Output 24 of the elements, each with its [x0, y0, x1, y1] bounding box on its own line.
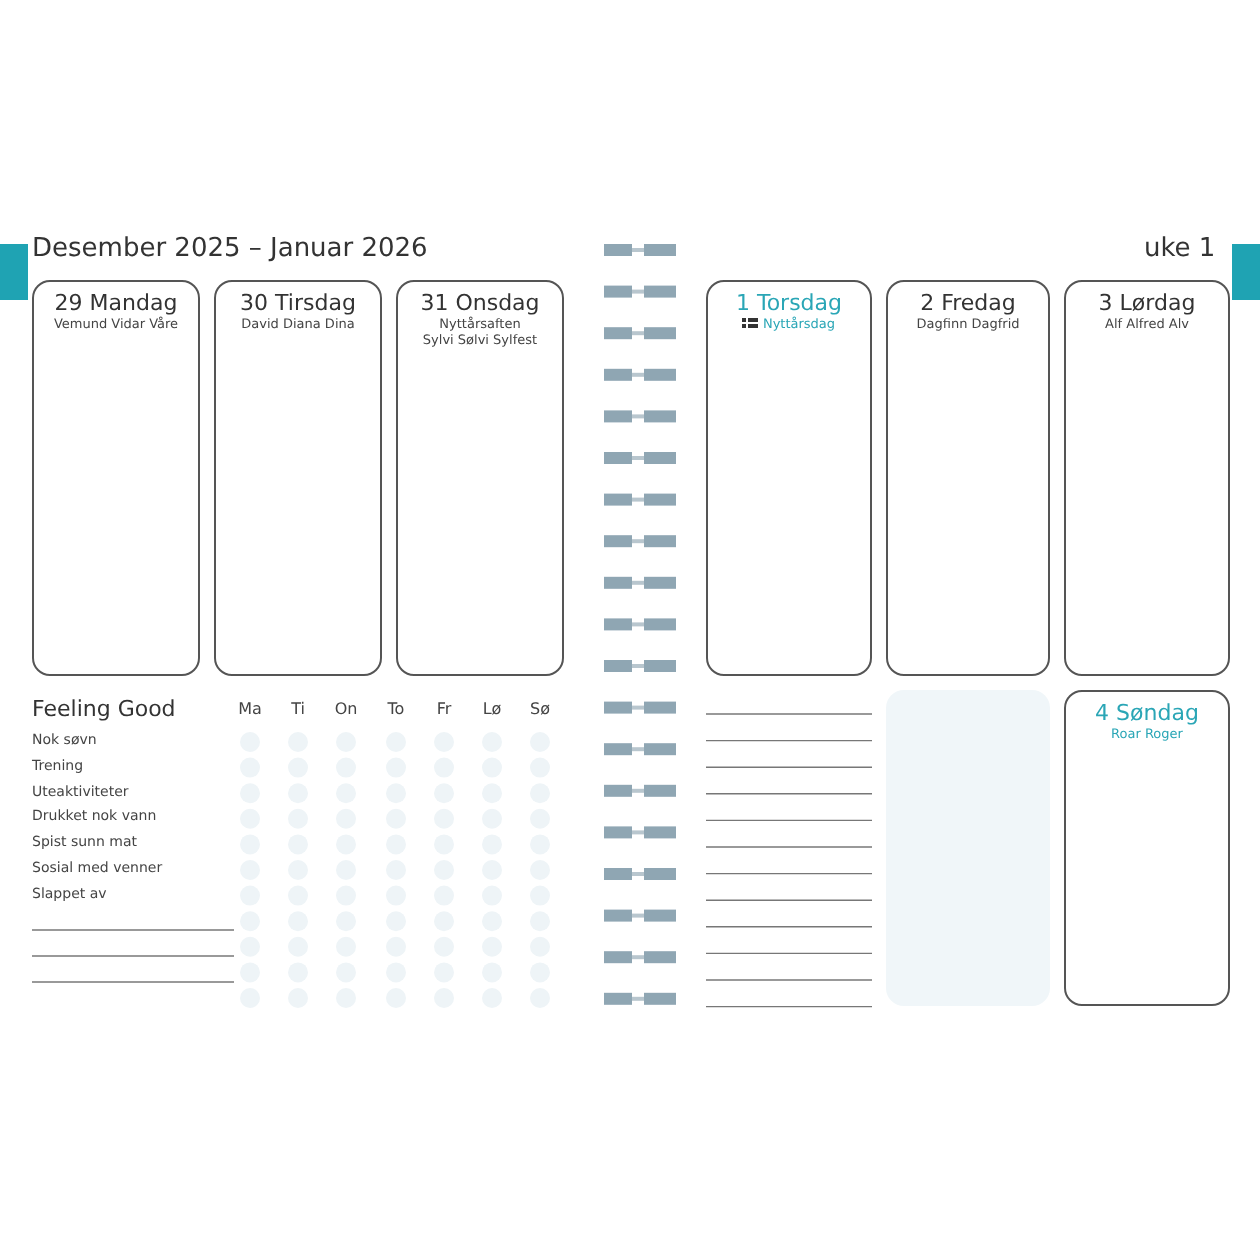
weekday-label: Fr — [434, 700, 454, 718]
day-date: 3 Lørdag — [1096, 290, 1198, 316]
week-number: uke 1 — [1144, 234, 1216, 264]
section-heading: Feeling Good — [32, 696, 176, 722]
weekday-label: Ma — [236, 700, 264, 718]
day-date: 29 Mandag — [52, 290, 180, 316]
day-box — [32, 280, 200, 676]
day-date: 1 Torsdag — [733, 290, 845, 316]
page-heading: Desember 2025 – Januar 2026 — [32, 234, 428, 264]
day-box — [1064, 690, 1230, 1006]
weekday-label: Lø — [480, 700, 504, 718]
weekday-label: Ti — [289, 700, 307, 718]
day-box — [396, 280, 564, 676]
weekday-label: Sø — [528, 700, 552, 718]
day-box — [706, 280, 872, 676]
day-date: 30 Tirsdag — [238, 290, 358, 316]
weekday-label: On — [332, 700, 360, 718]
day-date: 4 Søndag — [1093, 700, 1201, 726]
day-box — [214, 280, 382, 676]
day-box — [886, 280, 1050, 676]
weekday-label: To — [385, 700, 407, 718]
day-date: 31 Onsdag — [418, 290, 542, 316]
day-date: 2 Fredag — [918, 290, 1018, 316]
day-box — [1064, 280, 1230, 676]
